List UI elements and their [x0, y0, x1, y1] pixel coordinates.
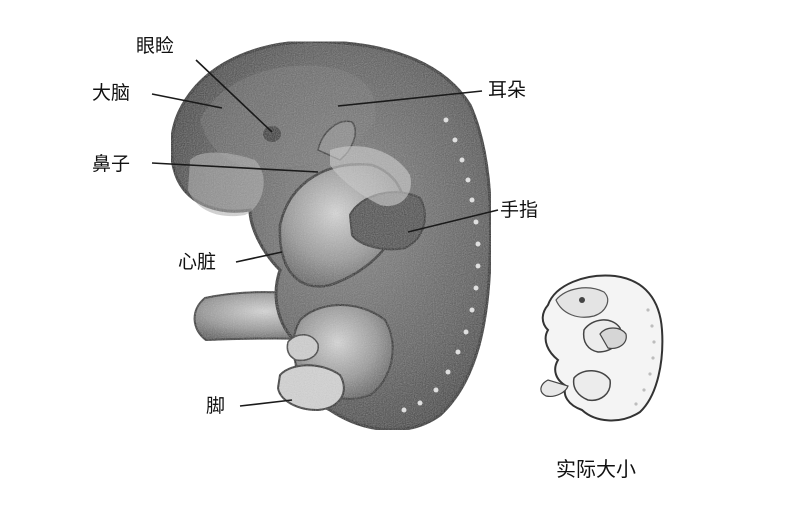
tail-knob — [286, 334, 319, 362]
label-ear: 耳朵 — [488, 79, 526, 101]
leader-lines — [151, 59, 499, 407]
label-actual-size: 实际大小 — [556, 457, 636, 481]
label-foot: 脚 — [206, 395, 225, 417]
small-embryo-tail — [540, 379, 569, 397]
label-brain: 大脑 — [92, 82, 130, 104]
leader-eyelid — [195, 59, 273, 133]
embryo-face — [188, 152, 264, 217]
foot — [276, 364, 345, 412]
label-nose: 鼻子 — [92, 153, 130, 175]
leader-nose — [151, 162, 319, 173]
small-embryo-leg — [572, 370, 611, 402]
leader-ear — [337, 90, 483, 107]
leader-foot — [239, 399, 293, 407]
small-embryo-somites — [634, 308, 656, 406]
small-embryo-eye — [579, 297, 585, 303]
leader-finger — [407, 209, 499, 233]
small-embryo-hand — [599, 327, 627, 349]
somites — [401, 117, 481, 413]
label-finger: 手指 — [500, 199, 538, 221]
upper-arm — [330, 146, 411, 206]
leader-brain — [151, 93, 223, 109]
leader-heart — [235, 251, 283, 263]
large-embryo — [169, 40, 493, 432]
small-embryo — [540, 274, 664, 422]
label-eyelid: 眼睑 — [136, 35, 174, 57]
label-heart: 心脏 — [178, 251, 216, 273]
eye — [263, 126, 281, 142]
